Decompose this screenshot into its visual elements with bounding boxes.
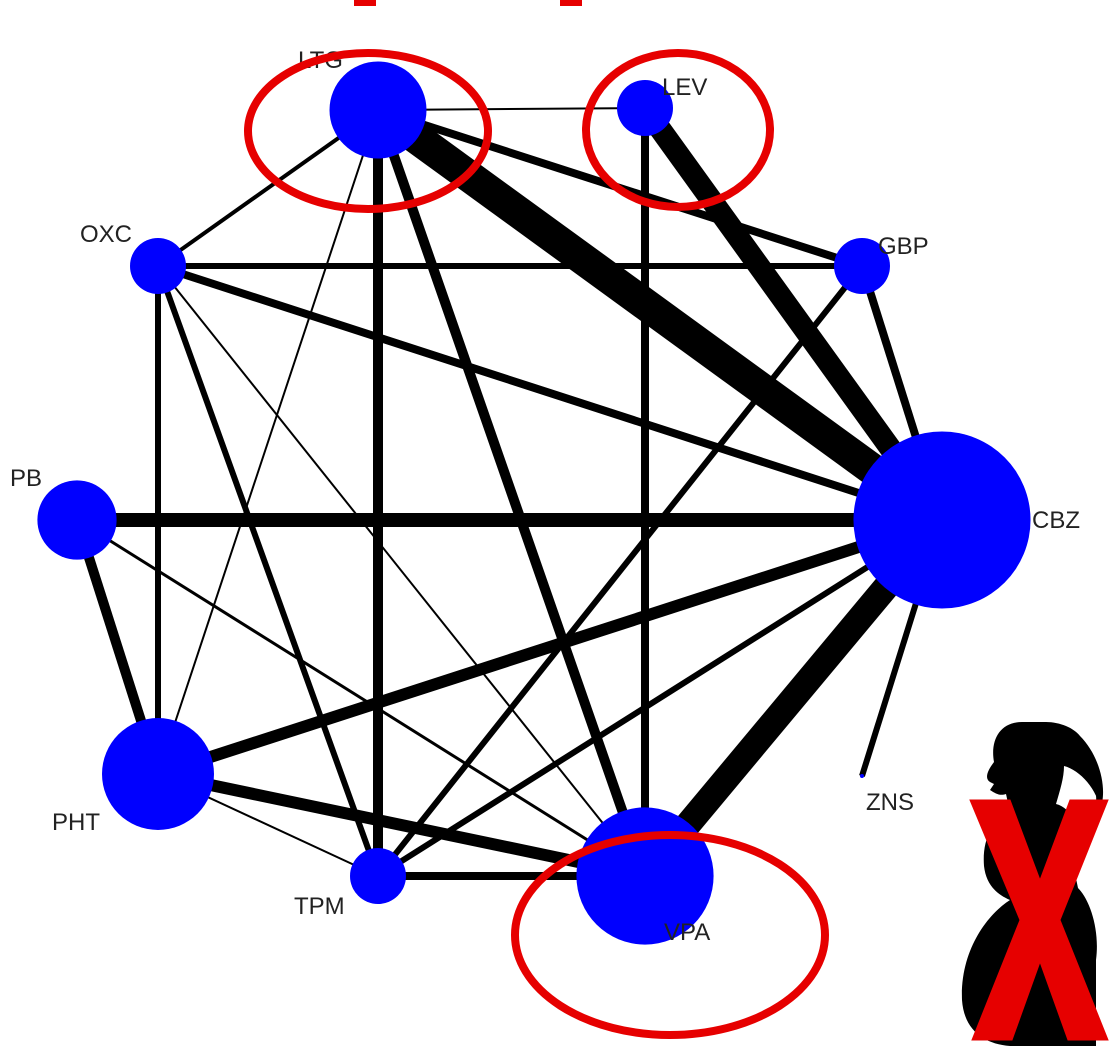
highlight-rings-layer [244, 49, 829, 1039]
node-tpm [350, 848, 406, 904]
highlight-ring-ltg [244, 49, 492, 213]
node-label-tpm: TPM [294, 893, 345, 920]
node-lev [617, 80, 673, 136]
cropped-top-text-fragment [354, 0, 582, 6]
highlight-ring-vpa [511, 831, 829, 1039]
node-label-zns: ZNS [866, 789, 914, 816]
edge-oxc-tpm [155, 264, 381, 878]
node-label-oxc: OXC [80, 221, 132, 248]
node-label-gbp: GBP [878, 233, 929, 260]
node-oxc [130, 238, 186, 294]
edge-ltg-pht [157, 109, 379, 775]
edge-gbp-tpm [375, 264, 865, 878]
nodes-layer [37, 61, 1031, 945]
node-label-vpa: VPA [664, 919, 710, 946]
node-label-pb: PB [10, 465, 42, 492]
node-pb [37, 480, 117, 560]
edge-pht-cbz [156, 514, 944, 780]
node-label-lev: LEV [662, 74, 707, 101]
node-zns [860, 774, 864, 778]
node-pht [102, 718, 214, 830]
edge-ltg-cbz [368, 97, 952, 533]
node-label-pht: PHT [52, 809, 100, 836]
red-x-icon [969, 799, 1109, 1041]
edge-oxc-cbz [156, 262, 944, 524]
edge-ltg-vpa [373, 108, 650, 878]
edges-layer [72, 97, 952, 885]
node-gbp [834, 238, 890, 294]
node-cbz [853, 431, 1031, 609]
edge-pb-vpa [76, 518, 646, 878]
edge-cbz-tpm [376, 517, 944, 879]
highlight-ring-lev [582, 49, 774, 211]
node-ltg [329, 61, 427, 159]
edge-oxc-vpa [157, 265, 646, 877]
pregnancy-warning [961, 722, 1109, 1046]
node-label-cbz: CBZ [1032, 507, 1080, 534]
